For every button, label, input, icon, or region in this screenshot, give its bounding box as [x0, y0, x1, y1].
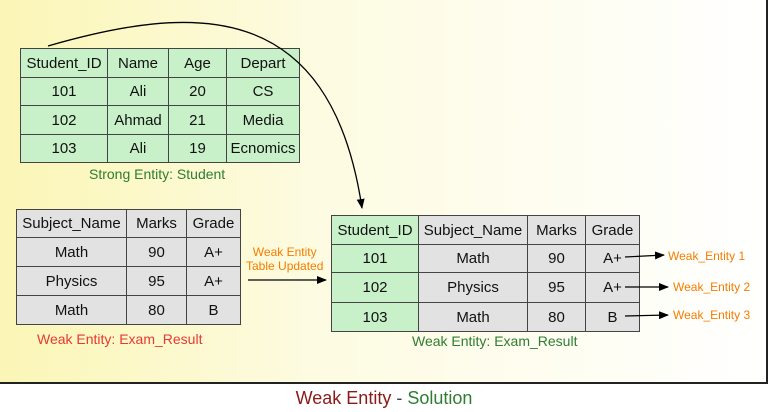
arrow-label: Weak Entity Table Updated — [246, 245, 323, 273]
table-row: 102 Ahmad 21 Media — [20, 105, 300, 135]
cell: Math — [16, 295, 127, 325]
relationship-arrow — [47, 21, 365, 209]
cell: 80 — [126, 295, 187, 325]
table-row: 101 Math 90 A+ — [331, 244, 640, 273]
table-row: Physics 95 A+ — [16, 266, 241, 296]
header-cell: Grade — [585, 215, 640, 245]
table-header-row: Student_ID Name Age Depart — [20, 48, 300, 78]
cell: 102 — [20, 105, 108, 135]
cell: 19 — [168, 134, 227, 163]
cell: 90 — [527, 244, 586, 273]
table-header-row: Student_ID Subject_Name Marks Grade — [331, 215, 640, 245]
cell: 101 — [20, 77, 108, 106]
cell: 103 — [20, 134, 108, 163]
student-table: Student_ID Name Age Depart 101 Ali 20 CS… — [20, 48, 300, 163]
footer-weak-entity: Weak Entity — [295, 388, 392, 408]
arrow-label-line2: Table Updated — [246, 259, 324, 273]
cell: B — [186, 295, 241, 325]
header-cell: Student_ID — [331, 215, 419, 245]
cell: A+ — [186, 237, 241, 267]
footer-dash: - — [391, 388, 408, 408]
table-row: 103 Ali 19 Ecnomics — [20, 134, 300, 163]
table-row: 102 Physics 95 A+ — [331, 272, 640, 303]
header-cell: Subject_Name — [16, 209, 127, 238]
footer-solution: Solution — [407, 388, 473, 408]
row-label-1: Weak_Entity 1 — [668, 249, 746, 263]
cell: 20 — [168, 77, 227, 106]
arrow-label-line1: Weak Entity — [252, 245, 317, 259]
row-3-arrow — [624, 311, 669, 320]
cell: Ahmad — [107, 105, 169, 135]
table-row: 101 Ali 20 CS — [20, 77, 300, 106]
cell: CS — [226, 77, 300, 106]
row-label-3: Weak_Entity 3 — [673, 308, 751, 322]
cell: 90 — [126, 237, 187, 267]
cell: Ecnomics — [226, 134, 300, 163]
table-row: Math 90 A+ — [16, 237, 241, 267]
arrows-layer — [47, 21, 669, 320]
header-cell: Grade — [186, 209, 241, 238]
cell: Math — [16, 237, 127, 267]
footer-title: Weak Entity - Solution — [0, 388, 768, 409]
header-cell: Subject_Name — [418, 215, 528, 245]
cell: 95 — [126, 266, 187, 296]
cell: Ali — [107, 134, 169, 163]
cell: A+ — [585, 244, 640, 273]
cell: Math — [418, 302, 528, 332]
row-label-2: Weak_Entity 2 — [673, 280, 751, 294]
exam-result-table: Subject_Name Marks Grade Math 90 A+ Phys… — [16, 209, 241, 325]
cell: 101 — [331, 244, 419, 273]
table-row: Math 80 B — [16, 295, 241, 325]
diagram-canvas: Student_ID Name Age Depart 101 Ali 20 CS… — [0, 0, 768, 384]
header-cell: Marks — [126, 209, 187, 238]
cell: Ali — [107, 77, 169, 106]
student-table-caption: Strong Entity: Student — [89, 166, 226, 182]
cell: B — [585, 302, 640, 332]
cell: A+ — [186, 266, 241, 296]
exam-table-caption: Weak Entity: Exam_Result — [37, 331, 203, 347]
cell: 21 — [168, 105, 227, 135]
header-cell: Marks — [527, 215, 586, 245]
cell: 103 — [331, 302, 419, 332]
cell: 95 — [527, 272, 586, 303]
updated-table-caption: Weak Entity: Exam_Result — [412, 333, 578, 349]
cell: Physics — [16, 266, 127, 296]
updated-exam-result-table: Student_ID Subject_Name Marks Grade 101 … — [331, 215, 640, 332]
cell: Physics — [418, 272, 528, 303]
table-row: 103 Math 80 B — [331, 302, 640, 332]
cell: Math — [418, 244, 528, 273]
row-1-arrow — [624, 251, 665, 260]
cell: 102 — [331, 272, 419, 303]
table-header-row: Subject_Name Marks Grade — [16, 209, 241, 238]
header-cell: Student_ID — [20, 48, 108, 78]
